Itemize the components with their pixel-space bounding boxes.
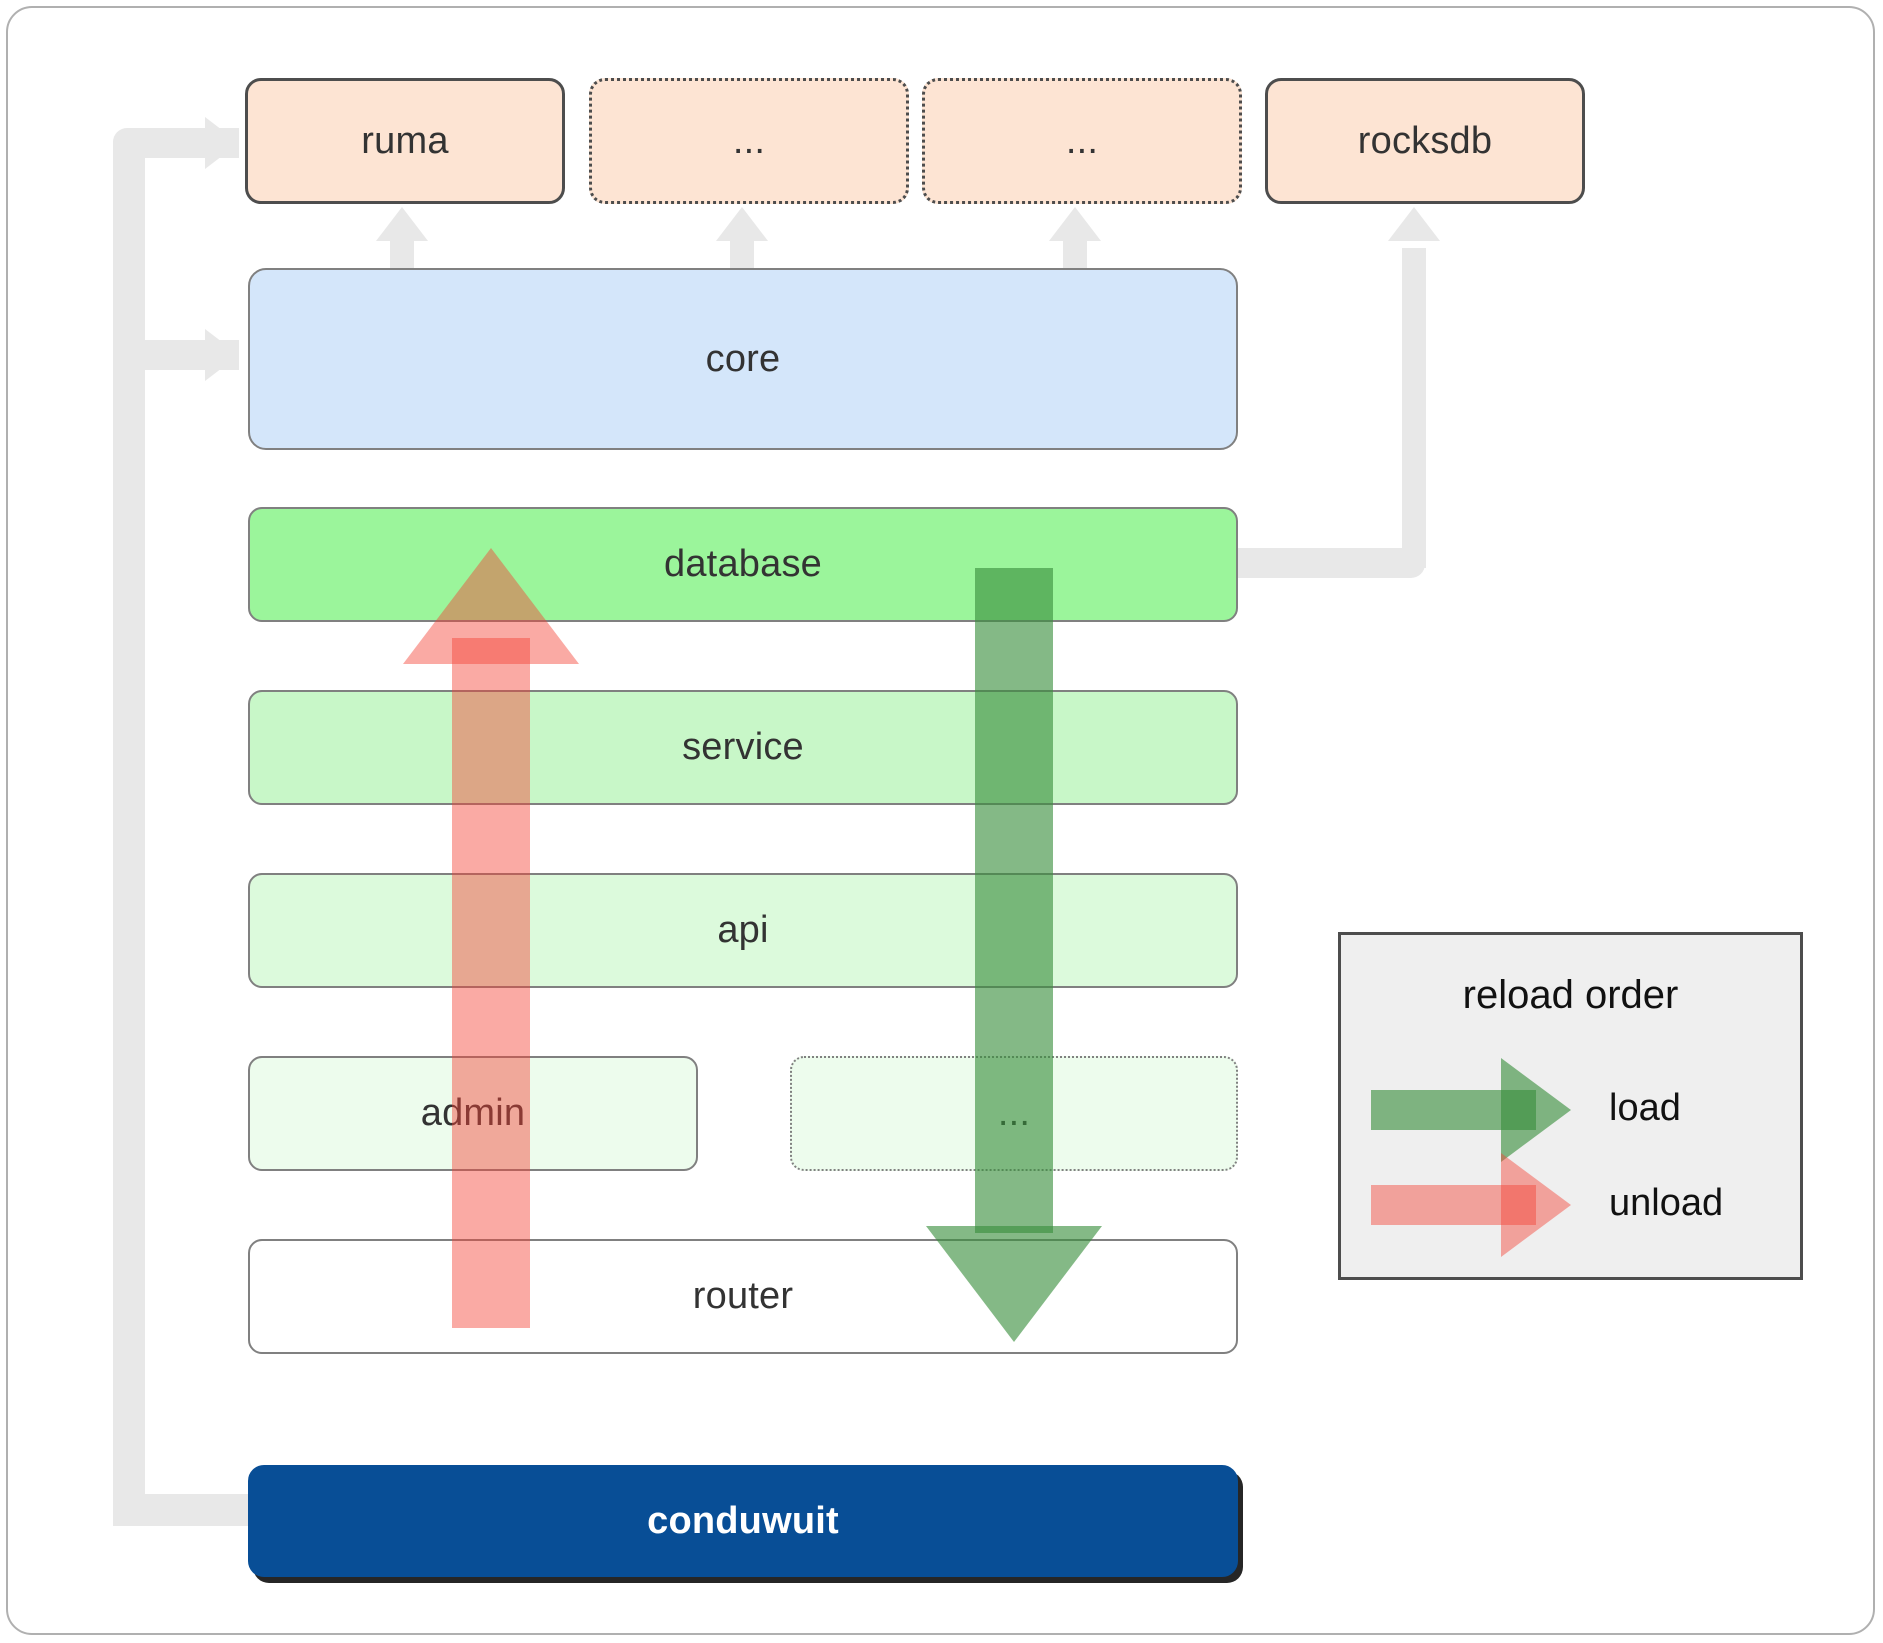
load-arrow-shaft [975,568,1053,1233]
node-dependency-placeholder-2[interactable]: ... [922,78,1242,204]
node-router-label: router [692,1275,794,1317]
connector-database-to-rocksdb-vertical [1402,248,1426,568]
connector-core-to-dep2-head [716,207,768,241]
connector-arrowhead-core [205,329,239,381]
node-conduwuit[interactable]: conduwuit [248,1465,1238,1577]
legend-unload-arrow-head [1501,1153,1571,1257]
legend-title: reload order [1462,973,1679,1017]
node-dependency-placeholder-2-label: ... [1065,119,1099,162]
node-rocksdb[interactable]: rocksdb [1265,78,1585,204]
legend-load-arrow-head [1501,1058,1571,1162]
connector-database-to-rocksdb-horizontal [1235,548,1425,578]
legend-load-label: load [1609,1087,1681,1129]
legend-panel: reload order load unload [1338,932,1803,1280]
node-ruma[interactable]: ruma [245,78,565,204]
node-service[interactable]: service [248,690,1238,805]
node-core-label: core [705,337,781,380]
unload-arrow-shaft [452,638,530,1328]
node-database[interactable]: database [248,507,1238,622]
node-api[interactable]: api [248,873,1238,988]
unload-arrow-head [403,548,579,664]
node-ruma-label: ruma [361,119,449,162]
node-dependency-placeholder-1[interactable]: ... [589,78,909,204]
node-api-label: api [717,909,769,951]
connector-trunk-to-root [113,1494,253,1526]
connector-database-to-rocksdb-head [1388,207,1440,241]
legend-item-unload: unload [1341,935,1800,1277]
load-arrow-head [926,1226,1102,1342]
legend-unload-arrow-shaft [1371,1185,1536,1225]
node-conduwuit-label: conduwuit [647,1499,839,1542]
node-dependency-placeholder-1-label: ... [732,119,766,162]
node-rocksdb-label: rocksdb [1357,119,1493,162]
node-service-label: service [682,726,804,768]
connector-core-to-dep3-head [1049,207,1101,241]
diagram-frame [6,6,1875,1635]
node-core[interactable]: core [248,268,1238,450]
node-database-label: database [664,543,822,585]
connector-arrowhead-ruma [205,117,239,169]
connector-core-to-ruma-head [376,207,428,241]
legend-item-load: load [1341,935,1800,1277]
legend-unload-label: unload [1609,1182,1724,1224]
connector-trunk-vertical [113,128,145,1524]
